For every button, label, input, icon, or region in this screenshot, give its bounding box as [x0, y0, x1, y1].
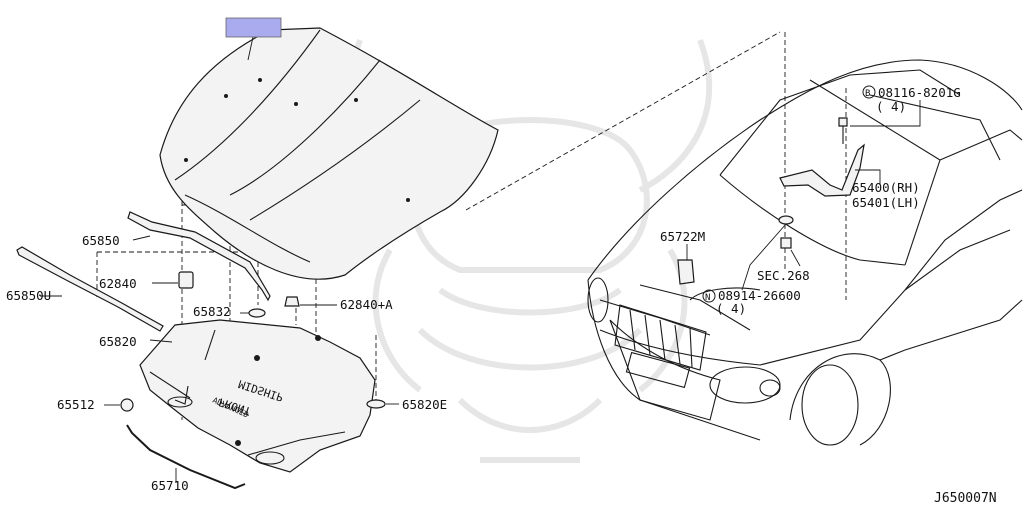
clip-65512[interactable] [120, 398, 134, 412]
label-65820: 65820 [99, 334, 137, 349]
hood-insulator-65820[interactable] [139, 319, 376, 473]
label-62840A: 62840+A [340, 297, 393, 312]
hood-bumper-rubber-62840A[interactable] [284, 296, 300, 307]
hood-highlight-label[interactable] [225, 17, 282, 38]
label-65850: 65850 [82, 233, 120, 248]
nut-n-prefix: N [705, 293, 710, 303]
label-sec268: SEC.268 [757, 268, 810, 283]
nut-n-qty: ( 4) [716, 301, 746, 316]
label-65401: 65401(LH) [852, 195, 920, 210]
clip-65722M[interactable] [677, 259, 695, 285]
label-65400: 65400(RH) [852, 180, 920, 195]
diagram-id: J650007N [934, 491, 997, 506]
hood-panel[interactable] [159, 27, 499, 280]
washer-sec268[interactable] [778, 215, 794, 249]
hood-hinge-65400-65401[interactable] [779, 143, 865, 197]
bolt-b-prefix: B [865, 89, 870, 99]
hood-bumper-rubber-62840[interactable] [178, 271, 194, 289]
label-65512: 65512 [57, 397, 95, 412]
label-62840: 62840 [99, 276, 137, 291]
label-65722M: 65722M [660, 229, 705, 244]
clip-65832[interactable] [248, 308, 266, 318]
label-65850U: 65850U [6, 288, 51, 303]
label-65832: 65832 [193, 304, 231, 319]
nut-n-icon [702, 289, 716, 303]
bolt-b-code: 08116-8201G [878, 85, 961, 100]
hinge-bolt[interactable] [838, 117, 848, 144]
nut-n-code: 08914-26600 [718, 288, 801, 303]
clip-65820E[interactable] [366, 399, 386, 409]
label-65710: 65710 [151, 478, 189, 493]
car-front-view [587, 59, 1023, 446]
bolt-b-icon [862, 85, 876, 99]
hood-seal-65850U[interactable] [16, 246, 164, 332]
hood-seal-65850[interactable] [127, 211, 271, 302]
bolt-b-qty: ( 4) [876, 99, 906, 114]
label-65820E: 65820E [402, 397, 447, 412]
hood-support-rod-65710[interactable] [126, 424, 246, 490]
